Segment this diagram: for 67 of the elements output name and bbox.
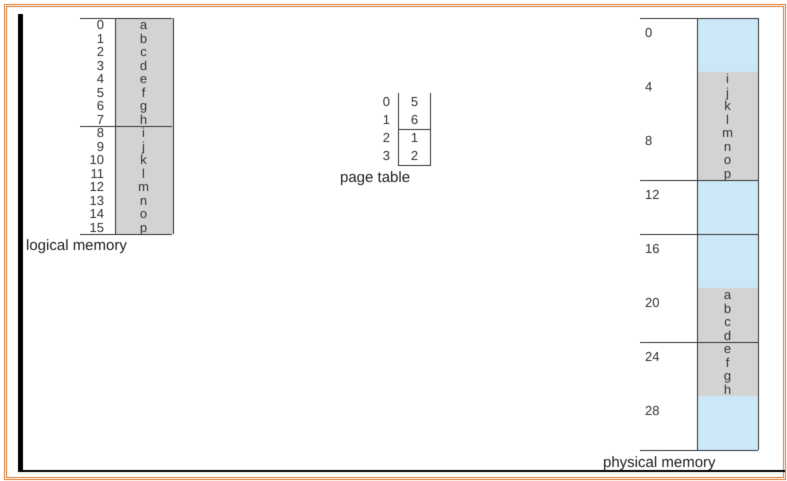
memory-byte: j: [726, 86, 729, 98]
memory-byte: g: [138, 99, 148, 112]
memory-byte: g: [722, 369, 732, 382]
memory-byte: e: [722, 342, 732, 355]
memory-byte: n: [138, 194, 148, 206]
address-number: 2: [96, 45, 104, 58]
memory-byte: b: [138, 32, 148, 44]
frame-number: 6: [410, 113, 420, 126]
page-number: 1: [382, 113, 390, 126]
memory-byte: d: [722, 328, 732, 342]
address-number: 15: [90, 220, 104, 234]
frame-address: 16: [645, 242, 660, 255]
memory-byte: i: [141, 126, 146, 139]
memory-byte: k: [723, 99, 732, 112]
memory-byte: o: [138, 207, 148, 220]
table-caption: logical memory: [26, 238, 127, 254]
memory-byte: j: [142, 140, 145, 152]
memory-byte: n: [722, 140, 732, 152]
page-number: 0: [382, 95, 390, 108]
frame-address: 8: [645, 134, 652, 147]
memory-byte: c: [723, 315, 732, 328]
memory-byte: a: [722, 288, 732, 301]
address-number: 3: [96, 58, 104, 72]
memory-byte: c: [139, 45, 148, 58]
memory-byte: p: [722, 166, 732, 180]
memory-byte: l: [725, 112, 730, 126]
memory-byte: f: [140, 86, 146, 98]
address-number: 6: [96, 99, 104, 112]
memory-byte: f: [724, 356, 730, 368]
memory-byte: l: [141, 166, 146, 180]
memory-byte: h: [722, 382, 732, 396]
table-caption: page table: [340, 170, 410, 186]
address-number: 1: [96, 32, 104, 44]
memory-byte: o: [722, 153, 732, 166]
frame-address: 0: [645, 26, 652, 39]
address-number: 4: [96, 72, 104, 85]
address-number: 12: [90, 180, 104, 193]
memory-byte: m: [137, 180, 150, 193]
address-number: 9: [96, 140, 104, 152]
frame-number: 5: [410, 95, 420, 108]
address-number: 7: [96, 112, 104, 126]
table-caption: physical memory: [603, 455, 716, 471]
address-number: 11: [90, 166, 104, 180]
address-number: 8: [96, 126, 104, 139]
address-number: 0: [96, 18, 104, 31]
address-number: 5: [96, 86, 104, 98]
frame-address: 24: [645, 350, 660, 363]
address-number: 10: [90, 153, 104, 166]
frame-number: 1: [410, 131, 420, 144]
frame-address: 4: [645, 80, 652, 93]
frame-address: 28: [645, 404, 660, 417]
memory-byte: b: [722, 302, 732, 314]
memory-byte: h: [138, 112, 148, 126]
memory-byte: k: [139, 153, 148, 166]
address-number: 13: [90, 194, 104, 206]
address-number: 14: [90, 207, 104, 220]
memory-byte: a: [138, 18, 148, 31]
memory-byte: d: [138, 58, 148, 72]
memory-byte: m: [721, 126, 734, 139]
frame-number: 2: [410, 149, 420, 162]
memory-byte: i: [725, 72, 730, 85]
memory-byte: e: [138, 72, 148, 85]
page-number: 3: [382, 149, 390, 162]
page-number: 2: [382, 131, 390, 144]
frame-address: 12: [645, 188, 660, 201]
memory-byte: p: [138, 220, 148, 234]
frame-address: 20: [645, 296, 660, 309]
